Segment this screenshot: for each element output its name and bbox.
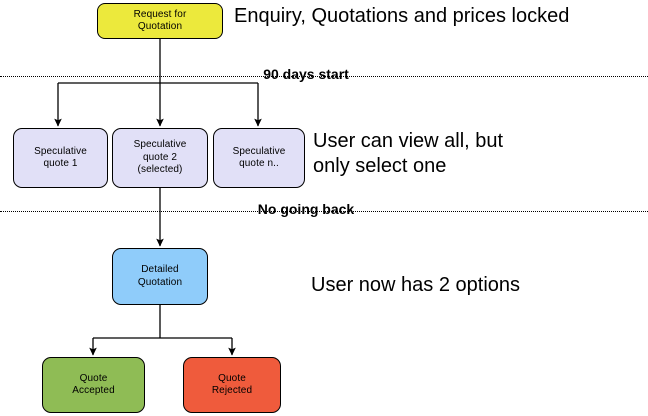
- annotation-user-now-has-2-options: User now has 2 options: [311, 274, 521, 296]
- node-label: Speculative quote 1: [34, 145, 87, 170]
- phase-divider-line-1: [0, 76, 648, 77]
- annotation-enquiry-prices-locked: Enquiry, Quotations and prices locked: [234, 5, 570, 27]
- node-request-for-quotation[interactable]: Request for Quotation: [97, 3, 223, 39]
- node-label: Request for Quotation: [133, 8, 187, 33]
- node-label: Detailed Quotation: [137, 264, 183, 288]
- node-label: Quote Rejected: [211, 372, 253, 397]
- phase-divider-label-no-going-back: No going back: [257, 201, 355, 217]
- node-label: Speculative quote 2 (selected): [133, 139, 187, 176]
- node-speculative-quote-1[interactable]: Speculative quote 1: [13, 128, 108, 188]
- node-label: Quote Accepted: [72, 372, 115, 397]
- phase-divider-line-2: [0, 211, 648, 212]
- node-quote-rejected[interactable]: Quote Rejected: [183, 357, 281, 413]
- node-speculative-quote-2-selected[interactable]: Speculative quote 2 (selected): [112, 128, 208, 188]
- annotation-user-can-view-all: User can view all, but only select one: [313, 130, 504, 177]
- node-detailed-quotation[interactable]: Detailed Quotation: [112, 248, 208, 305]
- node-quote-accepted[interactable]: Quote Accepted: [42, 357, 145, 413]
- node-label: Speculative quote n..: [232, 145, 286, 170]
- phase-divider-label-90-days: 90 days start: [263, 66, 349, 82]
- node-speculative-quote-n[interactable]: Speculative quote n..: [213, 128, 305, 188]
